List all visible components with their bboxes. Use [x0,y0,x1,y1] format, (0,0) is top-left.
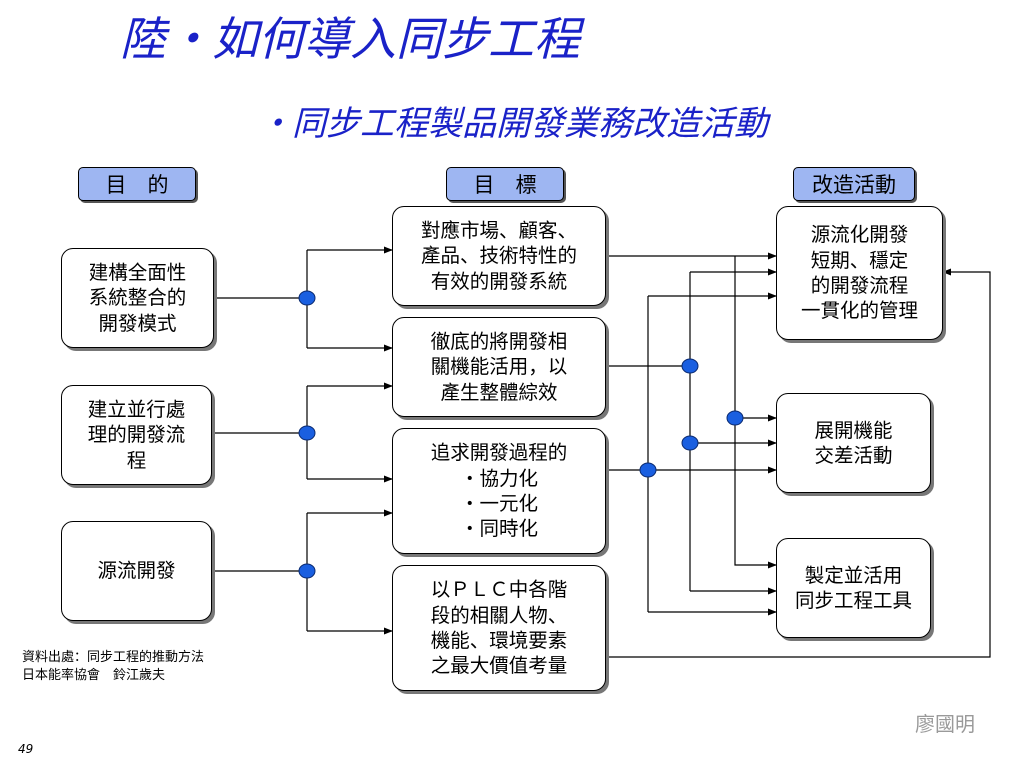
header-goals: 目 標 [446,167,564,201]
junction-dot [298,563,316,579]
activity-1-line: 源流化開發 [810,223,909,247]
purpose-2-line: 程 [126,448,147,472]
activity-3-line: 同步工程工具 [794,589,912,612]
goal-1-line: 有效的開發系統 [430,269,568,293]
purpose-box-3: 源流開發 [61,521,212,621]
page-number: 49 [18,742,34,756]
goal-2-line: 關機能活用，以 [430,355,568,379]
slide-title: 陸‧如何導入同步工程 [120,12,580,66]
junction-dot [681,358,699,374]
goal-1-line: 對應市場、顧客、 [420,218,577,242]
goal-box-1: 對應市場、顧客、 產品、技術特性的 有效的開發系統 [392,206,606,306]
goal-3-line: ‧協力化 [459,466,538,490]
activity-2-line: 展開機能 [814,418,893,442]
junction-dot [298,290,316,306]
junction-dot [639,462,657,478]
junction-dot [726,410,744,426]
header-activities: 改造活動 [793,167,915,201]
purpose-box-2: 建立並行處 理的開發流 程 [61,385,212,485]
goal-4-line: 之最大價值考量 [430,654,568,678]
purpose-box-1: 建構全面性 系統整合的 開發模式 [61,248,214,348]
goal-4-line: 以ＰＬＣ中各階 [430,578,568,602]
activity-1-line: 短期、穩定 [810,248,909,272]
connector-goal4-feedback [606,268,991,658]
goal-box-3: 追求開發過程的 ‧協力化 ‧一元化 ‧同時化 [392,428,606,554]
purpose-2-line: 建立並行處 [87,397,186,421]
goal-2-line: 徹底的將開發相 [430,329,568,353]
goal-4-line: 段的相關人物、 [430,603,568,627]
source-line: 資料出處：同步工程的推動方法 [22,650,205,665]
goal-3-line: ‧一元化 [459,492,538,515]
purpose-1-line: 建構全面性 [88,260,187,284]
slide-subtitle: ‧同步工程製品開發業務改造活動 [258,104,768,144]
connector-goal1-drop [734,256,777,569]
goal-3-line: 追求開發過程的 [430,441,568,465]
source-line: 日本能率協會 鈴江歲夫 [22,667,166,683]
goal-box-2: 徹底的將開發相 關機能活用，以 產生整體綜效 [392,317,606,417]
purpose-1-line: 系統整合的 [88,286,187,310]
goal-2-line: 產生整體綜效 [440,380,558,404]
activity-box-1: 源流化開發 短期、穩定 的開發流程 一貫化的管理 [776,206,943,340]
activity-3-line: 製定並活用 [804,563,903,587]
junction-dot [681,435,699,451]
goal-box-4: 以ＰＬＣ中各階 段的相關人物、 機能、環境要素 之最大價值考量 [392,565,606,691]
activity-1-line: 的開發流程 [810,274,909,297]
goal-1-line: 產品、技術特性的 [420,244,577,268]
activity-box-3: 製定並活用 同步工程工具 [776,538,931,638]
activity-2-line: 交差活動 [814,444,893,467]
activity-box-2: 展開機能 交差活動 [776,393,931,493]
goal-4-line: 機能、環境要素 [430,629,568,652]
junction-dot [298,425,316,441]
author-name: 廖國明 [915,712,975,736]
activity-1-line: 一貫化的管理 [800,299,918,323]
header-purpose: 目 的 [78,167,196,201]
purpose-1-line: 開發模式 [98,311,177,335]
goal-3-line: ‧同時化 [459,517,538,541]
purpose-3-line: 源流開發 [97,559,176,583]
purpose-2-line: 理的開發流 [87,423,186,447]
source-note: 資料出處：同步工程的推動方法 日本能率協會 鈴江歲夫 [22,649,204,684]
